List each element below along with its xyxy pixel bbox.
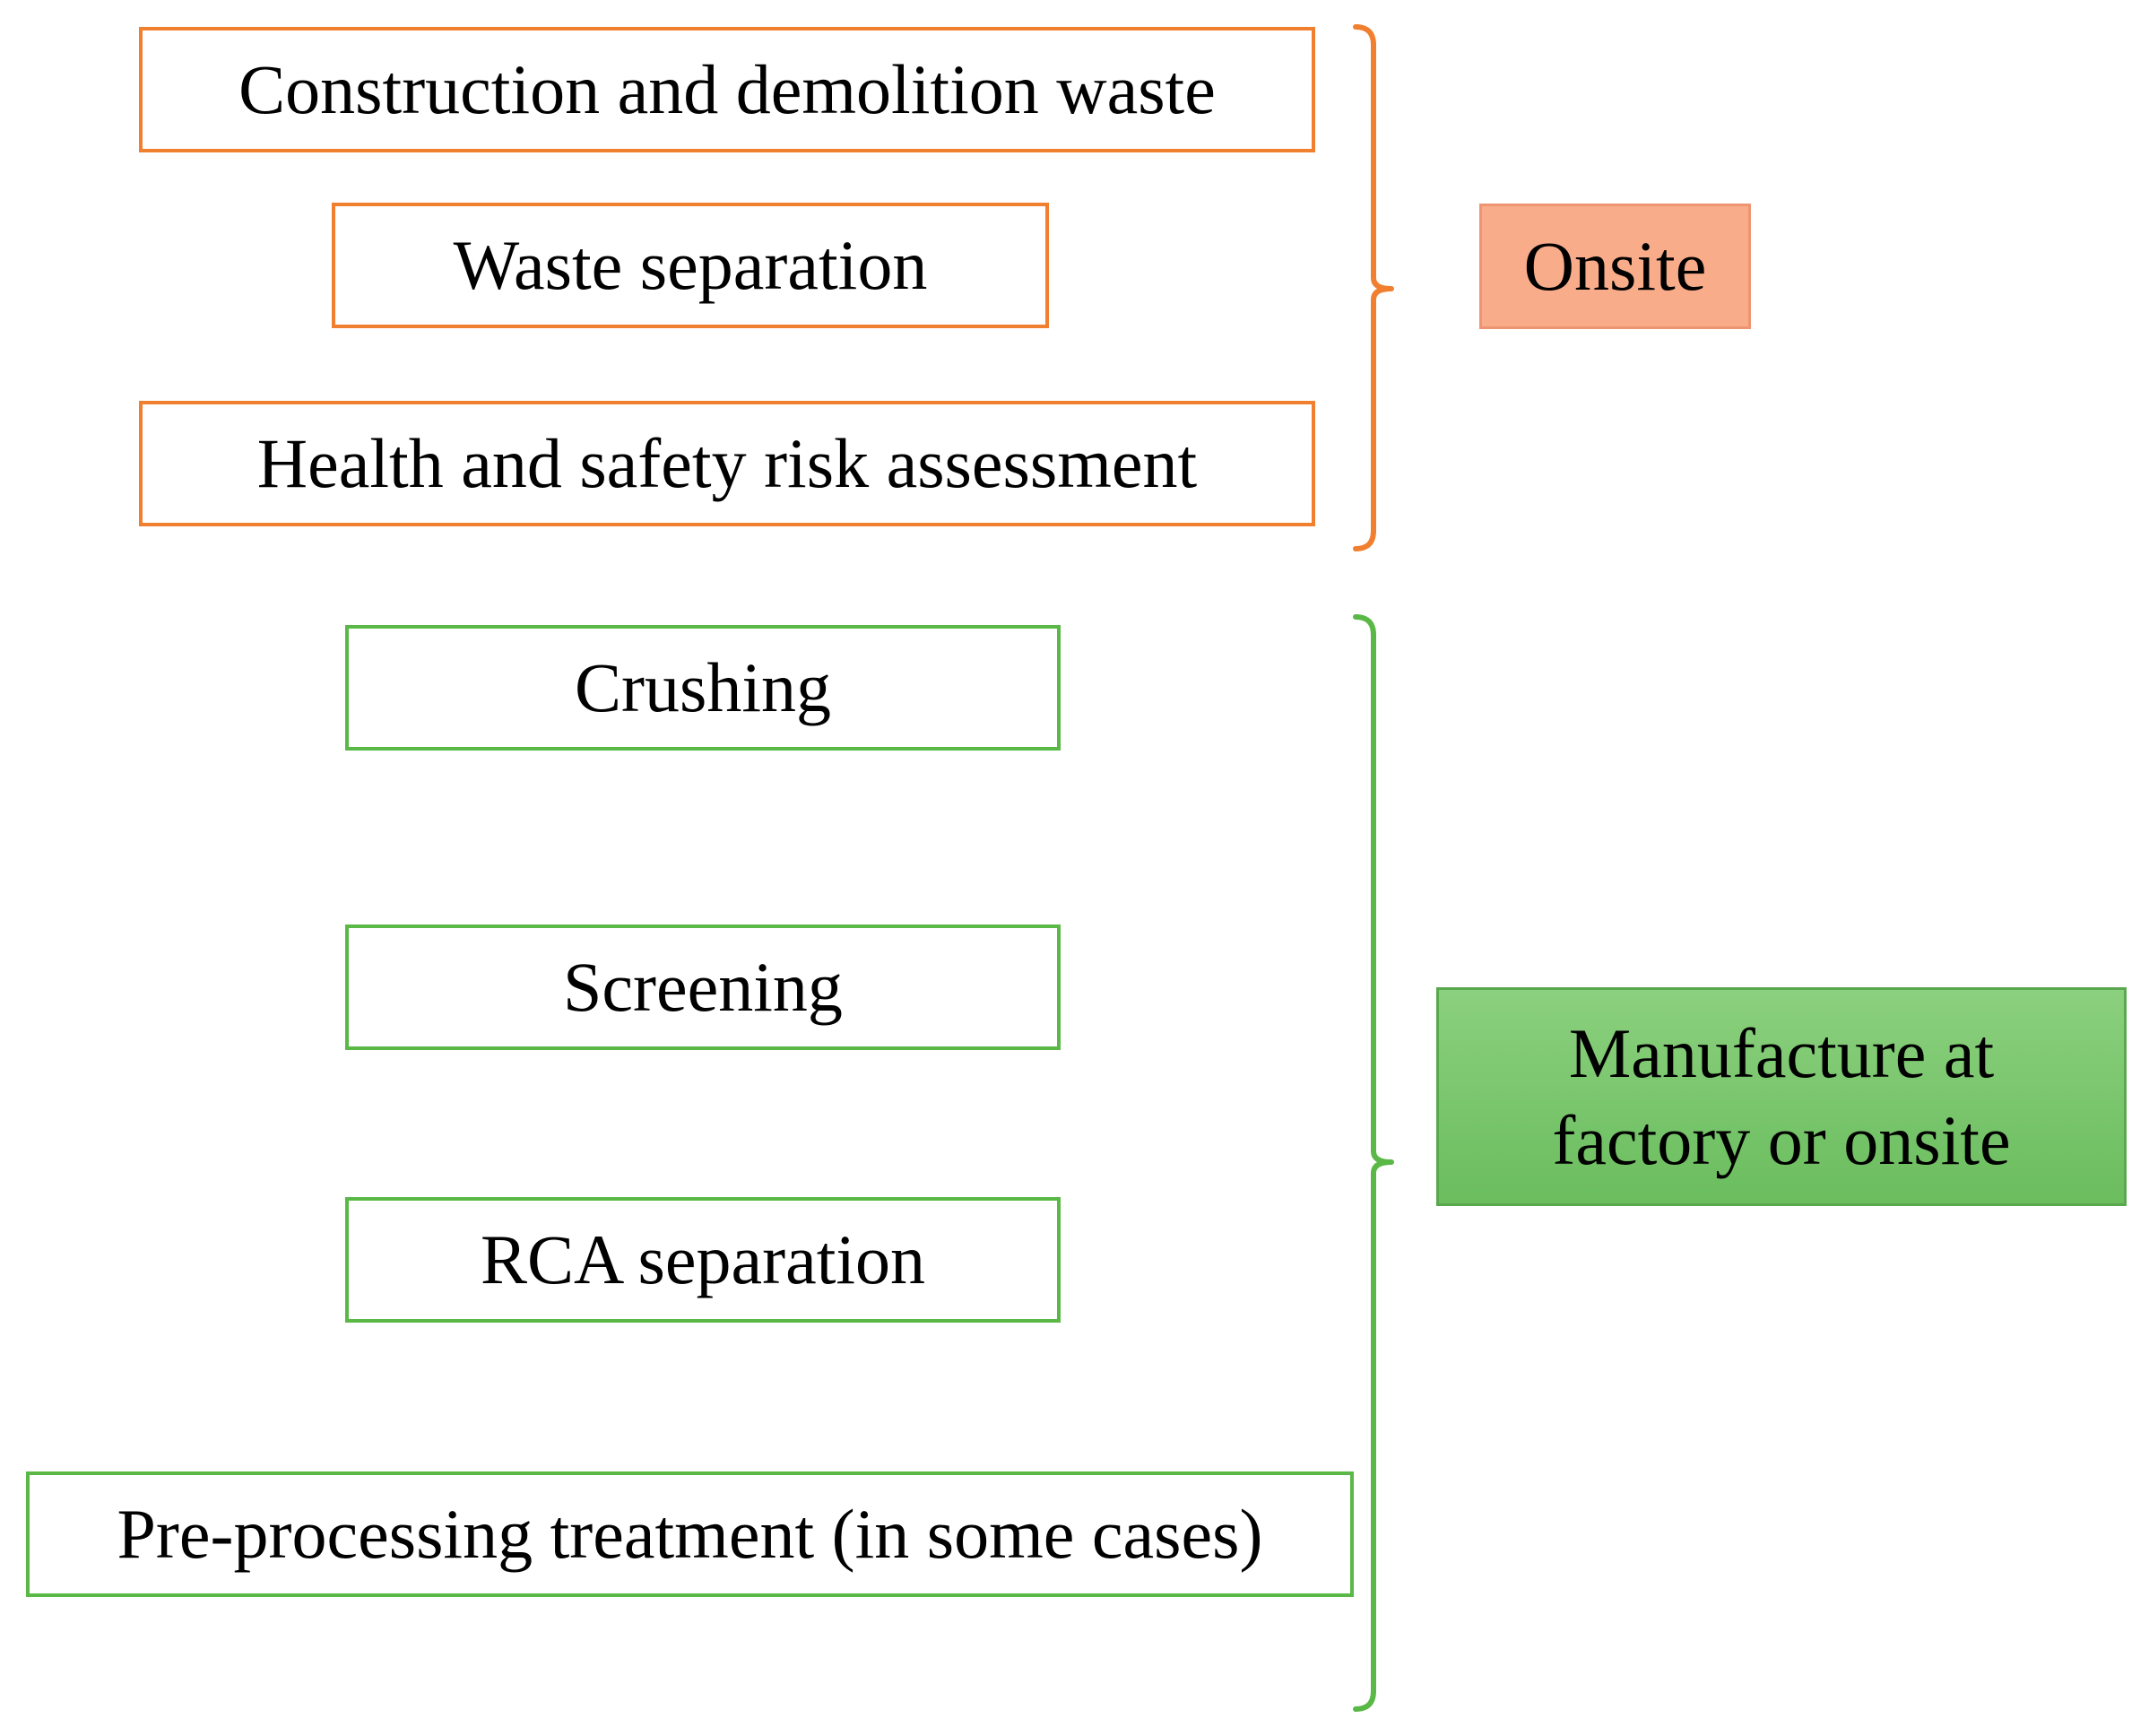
onsite-label-text: Onsite xyxy=(1523,227,1707,306)
step-rca-separation: RCA separation xyxy=(345,1197,1061,1323)
step-screening: Screening xyxy=(345,924,1061,1050)
step-pre-processing-treatment: Pre-processing treatment (in some cases) xyxy=(26,1471,1354,1597)
step-crushing: Crushing xyxy=(345,625,1061,751)
step-construction-demolition-waste: Construction and demolition waste xyxy=(139,27,1315,152)
factory-label: Manufacture at factory or onsite xyxy=(1436,987,2127,1206)
onsite-label: Onsite xyxy=(1479,204,1751,329)
onsite-brace xyxy=(1353,24,1394,551)
factory-label-text: Manufacture at factory or onsite xyxy=(1552,1013,2011,1180)
step-waste-separation: Waste separation xyxy=(332,203,1049,328)
step-health-safety-risk-assessment: Health and safety risk assessment xyxy=(139,401,1315,526)
factory-brace xyxy=(1353,614,1394,1712)
